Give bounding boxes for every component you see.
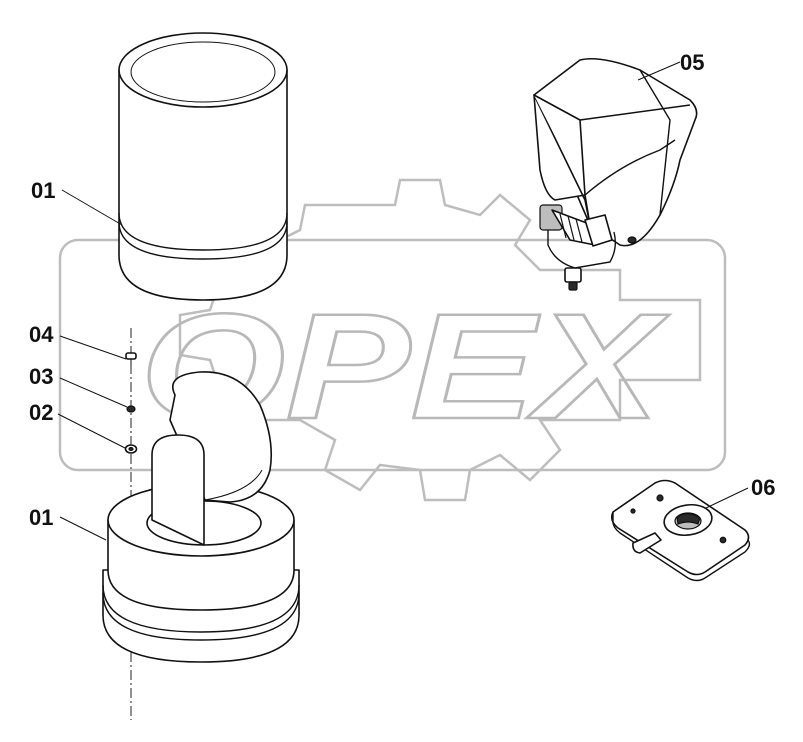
- gear-icon: [178, 178, 702, 502]
- lock-washer: [126, 405, 136, 413]
- flat-washer: [124, 444, 138, 454]
- callouts: 01 04 03 02 01 05 06: [29, 50, 775, 530]
- screw: [125, 352, 137, 367]
- callout-06: 06: [751, 475, 775, 500]
- switch-plate: [611, 479, 751, 582]
- watermark-frame: [58, 238, 727, 472]
- beacon-reflector: [151, 371, 273, 546]
- work-light: [533, 57, 698, 291]
- callout-04: 04: [29, 322, 54, 347]
- callout-05: 05: [680, 50, 704, 75]
- leader-lines: [57, 61, 749, 541]
- callout-03: 03: [29, 364, 53, 389]
- callout-01-base: 01: [29, 505, 53, 530]
- callout-02: 02: [29, 400, 53, 425]
- beacon-cover: [118, 32, 288, 301]
- callout-01-cover: 01: [31, 178, 55, 203]
